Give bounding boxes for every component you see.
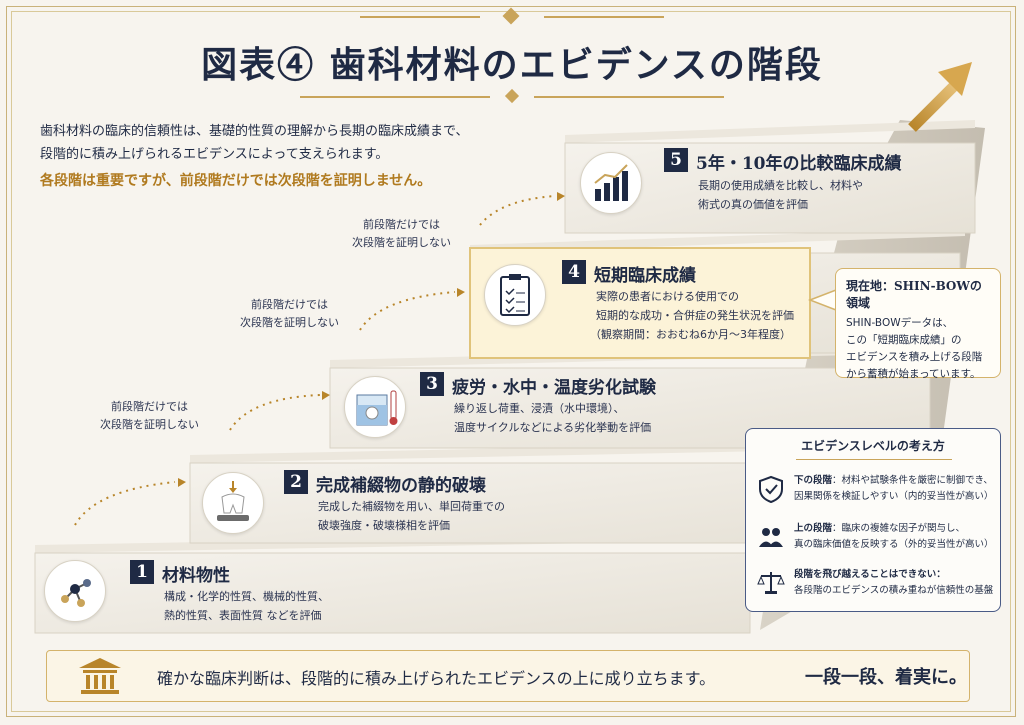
- note-3: 前段階だけでは 次段階を証明しない: [352, 216, 451, 252]
- note-3-line-2: 次段階を証明しない: [352, 236, 451, 249]
- people-icon: [759, 528, 783, 547]
- step-5-title: 5年・10年の比較臨床成績: [696, 154, 902, 174]
- evidence-item-upper: 上の段階：臨床の複雑な因子が関与し、 真の臨床価値を反映する（外的妥当性が高い）: [794, 521, 994, 553]
- footer-emphasis: 一段一段、着実に。: [805, 667, 967, 688]
- dotted-arrow-2: [229, 394, 321, 431]
- evidence-level-head: エビデンスレベルの考え方: [801, 439, 945, 453]
- note-1-line-2: 次段階を証明しない: [100, 418, 199, 431]
- evidence-item-lower-label: 下の段階: [794, 475, 833, 486]
- note-2-line-2: 次段階を証明しない: [240, 316, 339, 329]
- beaker-thermometer-icon: [344, 376, 406, 438]
- step-1-desc-2: 熱的性質、表面性質 などを評価: [164, 609, 322, 622]
- current-location-head: 現在地：SHIN-BOWの領域: [846, 279, 982, 310]
- step-4-top: [470, 228, 965, 253]
- evidence-level-box: エビデンスレベルの考え方 下の段階：材料や試験条件を厳密に制御でき、 因果関係を…: [745, 428, 1001, 612]
- step-4-number: 4: [562, 260, 586, 284]
- scales-icon: [757, 572, 785, 594]
- intro-line-1: 歯科材料の臨床的信頼性は、基礎的性質の理解から長期の臨床成績まで、: [40, 124, 469, 139]
- note-3-line-1: 前段階だけでは: [363, 218, 440, 231]
- intro-line-2: 段階的に積み上げられるエビデンスによって支えられます。: [40, 147, 389, 162]
- step-5-number: 5: [664, 148, 688, 172]
- intro-text: 歯科材料の臨床的信頼性は、基礎的性質の理解から長期の臨床成績まで、 段階的に積み…: [40, 120, 480, 193]
- step-3-desc-2: 温度サイクルなどによる劣化挙動を評価: [454, 421, 652, 434]
- intro-emphasis: 各段階は重要ですが、前段階だけでは次段階を証明しません。: [40, 173, 432, 189]
- footer-text: 確かな臨床判断は、段階的に積み上げられたエビデンスの上に成り立ちます。: [157, 669, 716, 688]
- page-title: 図表④ 歯科材料のエビデンスの階段: [201, 44, 823, 86]
- step-2-title: 完成補綴物の静的破壊: [316, 476, 486, 496]
- bar-chart-icon: [580, 152, 642, 214]
- current-line-4: から蓄積が始まっています。: [846, 368, 981, 380]
- evidence-item-skip: 段階を飛び越えることはできない： 各段階のエビデンスの積み重ねが信頼性の基盤: [794, 567, 993, 599]
- dotted-arrow-2-head: [322, 391, 330, 400]
- step-5-desc-1: 長期の使用成績を比較し、材料や: [698, 179, 863, 192]
- note-1: 前段階だけでは 次段階を証明しない: [100, 398, 199, 434]
- growth-arrow-head: [938, 62, 972, 96]
- evidence-item-upper-label: 上の段階: [794, 523, 833, 534]
- note-2-line-1: 前段階だけでは: [251, 298, 328, 311]
- current-line-2: この「短期臨床成績」の: [846, 334, 962, 346]
- step-2-desc-1: 完成した補綴物を用い、単回荷重での: [318, 500, 505, 513]
- current-line-1: SHIN-BOWデータは、: [846, 317, 954, 329]
- step-3-number: 3: [420, 372, 444, 396]
- growth-arrow-shaft: [908, 81, 959, 132]
- step-1-face: [34, 552, 751, 634]
- step-3-title: 疲労・水中・温度劣化試験: [452, 378, 656, 398]
- footer-banner: 確かな臨床判断は、段階的に積み上げられたエビデンスの上に成り立ちます。 一段一段…: [46, 650, 970, 702]
- evidence-level-divider: [796, 459, 952, 460]
- crown-load-icon: [202, 472, 264, 534]
- step-1-title: 材料物性: [162, 566, 230, 586]
- dotted-arrow-4: [479, 195, 556, 226]
- step-5-top: [565, 120, 975, 143]
- step-1-number: 1: [130, 560, 154, 584]
- top-ornament-right: [544, 16, 664, 18]
- current-location-body: SHIN-BOWデータは、 この「短期臨床成績」の エビデンスを積み上げる段階 …: [846, 315, 990, 383]
- step-5-desc-2: 術式の真の価値を評価: [698, 198, 808, 211]
- step-2-number: 2: [284, 470, 308, 494]
- note-1-line-1: 前段階だけでは: [111, 400, 188, 413]
- clipboard-icon: [484, 264, 546, 326]
- step-1-desc-1: 構成・化学的性質、機械的性質、: [164, 590, 329, 603]
- dotted-arrow-1: [74, 481, 176, 526]
- dotted-arrow-4-head: [557, 192, 565, 201]
- current-location-callout: 現在地：SHIN-BOWの領域 SHIN-BOWデータは、 この「短期臨床成績」…: [835, 268, 1001, 380]
- title-ornament-right: [534, 96, 724, 98]
- title-ornament-left: [300, 96, 490, 98]
- pillar-icon: [79, 658, 121, 694]
- evidence-item-lower-text-a: ：材料や試験条件を厳密に制御でき、: [832, 475, 993, 486]
- step-4-desc-2: 短期的な成功・合併症の発生状況を評価: [596, 309, 794, 322]
- evidence-item-skip-label: 段階を飛び越えることはできない：: [794, 569, 946, 580]
- evidence-item-lower: 下の段階：材料や試験条件を厳密に制御でき、 因果関係を検証しやすい（内的妥当性が…: [794, 473, 993, 505]
- note-2: 前段階だけでは 次段階を証明しない: [240, 296, 339, 332]
- step-4-title: 短期臨床成績: [594, 266, 696, 286]
- dotted-arrow-3-head: [457, 288, 465, 297]
- evidence-item-upper-text-a: ：臨床の複雑な因子が関与し、: [832, 523, 966, 534]
- dotted-arrow-3: [359, 291, 456, 331]
- molecule-icon: [44, 560, 106, 622]
- step-3-desc-1: 繰り返し荷重、浸漬（水中環境）、: [454, 402, 625, 415]
- shield-check-icon: [759, 475, 783, 503]
- step-4-desc-1: 実際の患者における使用での: [596, 290, 739, 303]
- step-2-desc-2: 破壊強度・破壊様相を評価: [318, 519, 450, 532]
- current-line-3: エビデンスを積み上げる段階: [846, 351, 983, 363]
- dotted-arrow-1-head: [178, 478, 186, 487]
- top-ornament-left: [360, 16, 480, 18]
- outer-frame: [6, 6, 1016, 717]
- step-4-desc-3: （観察期間：おおむね6か月〜3年程度）: [590, 328, 791, 341]
- evidence-item-upper-text-b: 真の臨床価値を反映する（外的妥当性が高い）: [794, 539, 994, 550]
- evidence-item-lower-text-b: 因果関係を検証しやすい（内的妥当性が高い）: [794, 491, 994, 502]
- evidence-item-skip-text-b: 各段階のエビデンスの積み重ねが信頼性の基盤: [794, 585, 994, 596]
